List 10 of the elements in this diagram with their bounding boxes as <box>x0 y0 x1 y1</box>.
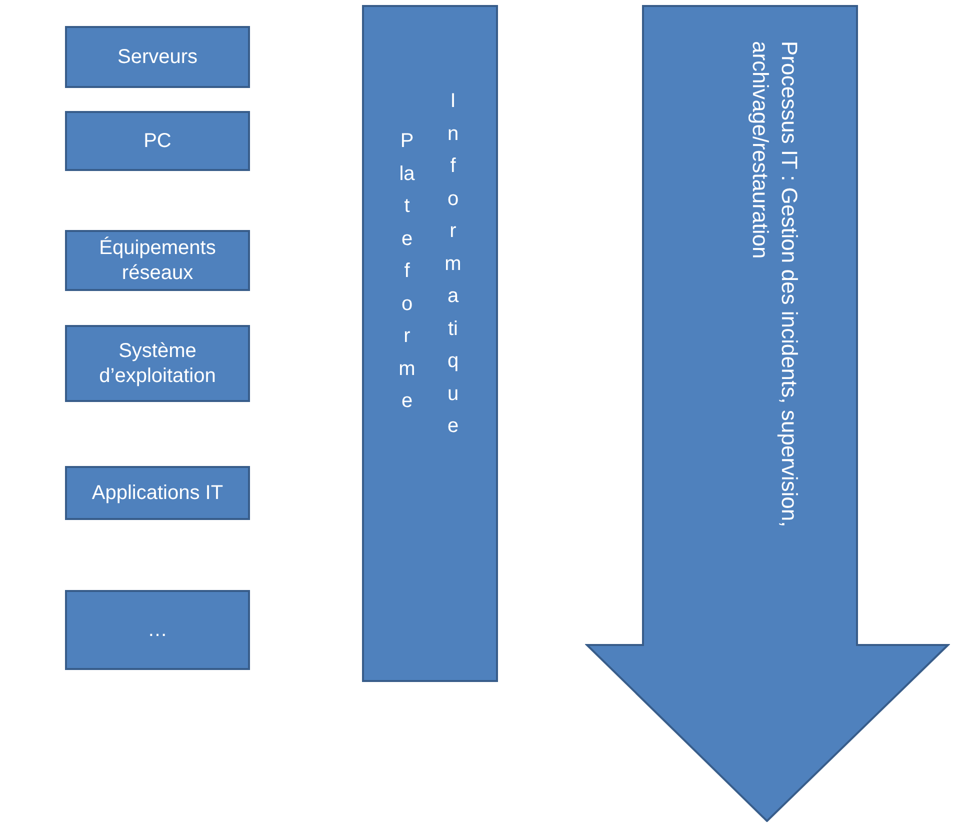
vertical-label: Plateforme <box>398 129 416 414</box>
component-box: … <box>65 590 250 670</box>
component-box: Équipements réseaux <box>65 230 250 291</box>
platform-box <box>362 5 498 682</box>
vertical-label: Informatique <box>444 89 462 439</box>
component-box: Serveurs <box>65 26 250 88</box>
component-box: Système d’exploitation <box>65 325 250 402</box>
component-box: PC <box>65 111 250 171</box>
component-box: Applications IT <box>65 466 250 520</box>
arrow-label: Processus IT : Gestion des incidents, supervision, archivage/restauration <box>747 41 803 530</box>
